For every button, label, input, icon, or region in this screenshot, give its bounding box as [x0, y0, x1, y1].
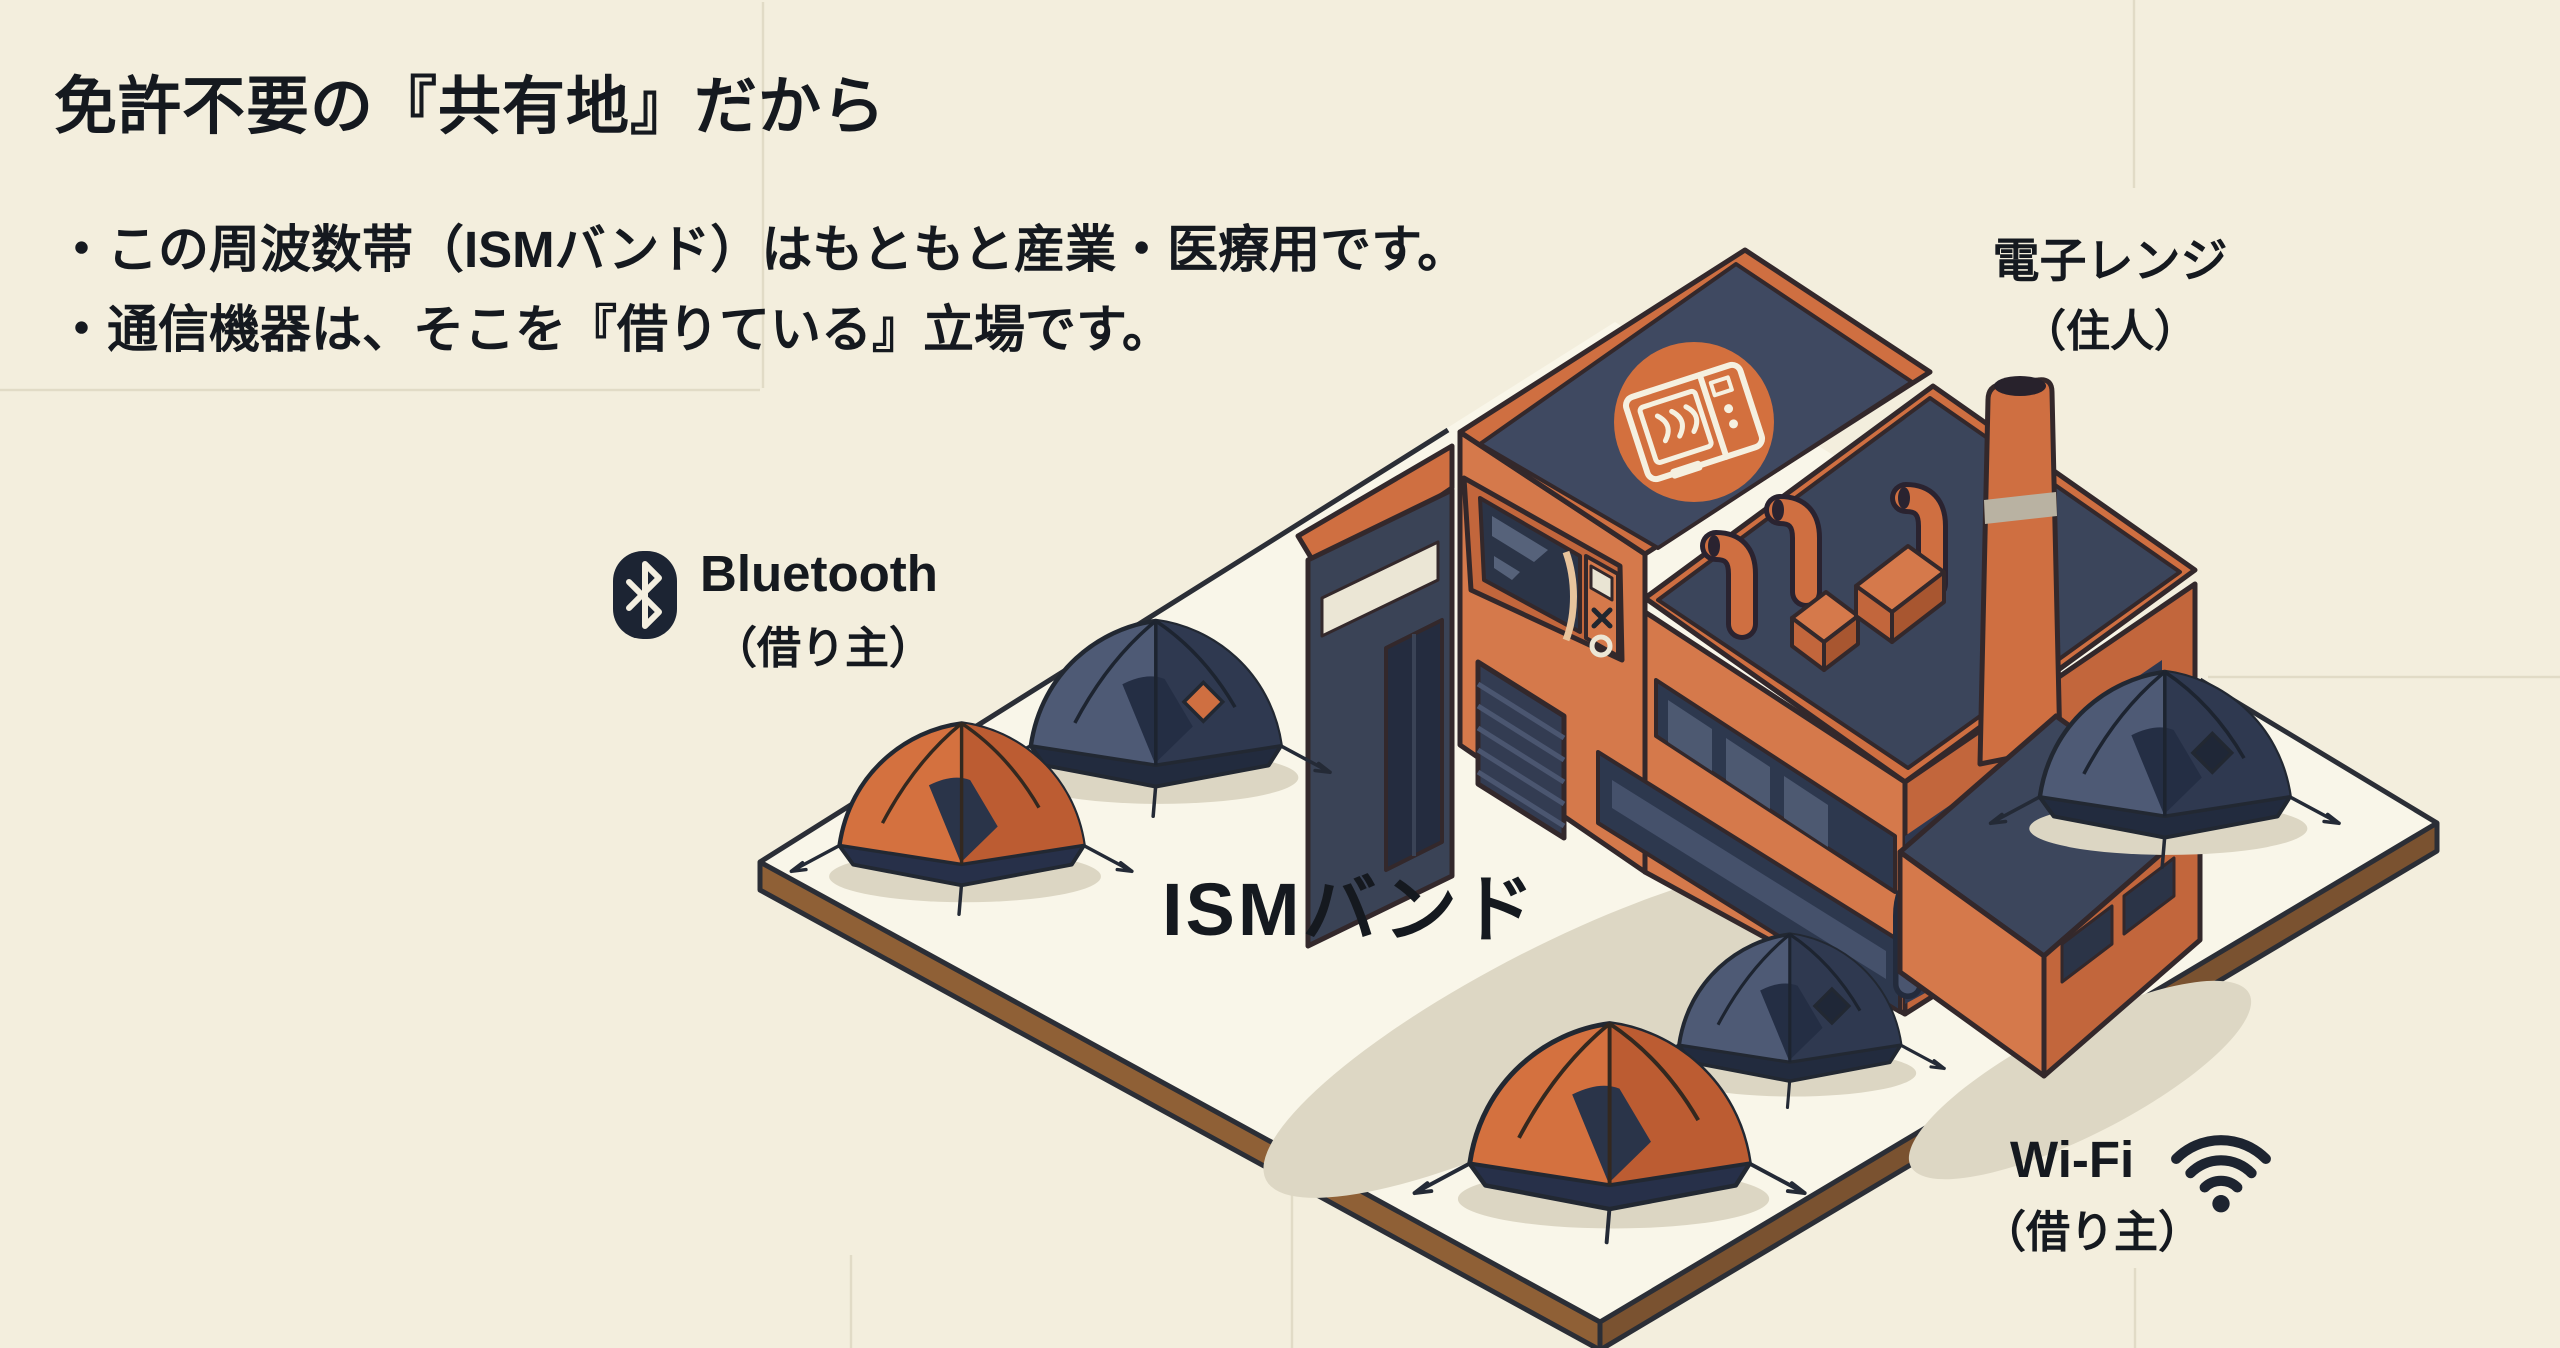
ism-band-label: ISMバンド	[1162, 868, 1538, 951]
factory-roof	[1457, 247, 1933, 557]
tent-window	[1812, 986, 1852, 1026]
wifi-icon	[2171, 1135, 2271, 1213]
bullet-list: ・この周波数帯（ISMバンド）はもともと産業・医療用です。 ・通信機器は、そこを…	[56, 210, 1468, 370]
bluetooth-role: （借り主）	[713, 624, 933, 673]
window-panes	[1668, 700, 1828, 847]
tent-bluetooth-navy	[982, 621, 1330, 816]
microwave-factory	[1263, 247, 2252, 1198]
factory-shadow	[1263, 862, 2252, 1198]
tent-wifi-bottom-navy	[1633, 932, 1947, 1110]
garage-door	[1475, 659, 1567, 841]
factory-left-wing	[1295, 443, 1455, 949]
bullet-item: ・通信機器は、そこを『借りている』立場です。	[56, 301, 1173, 359]
roof-badge	[1614, 342, 1774, 502]
roof-vent-pipes	[1700, 482, 1948, 640]
microwave-door-window	[1461, 475, 1625, 663]
factory-chimney	[1977, 376, 2063, 767]
microwave-label-name: 電子レンジ	[1992, 234, 2228, 287]
tent-window	[1181, 679, 1226, 724]
tent-wifi-right-navy	[1991, 672, 2339, 867]
bullet-item: ・この周波数帯（ISMバンド）はもともと産業・医療用です。	[56, 221, 1469, 278]
microwave-label: 電子レンジ （住人）	[1955, 222, 2265, 359]
tent-window	[2190, 730, 2235, 775]
microwave-label-role: （住人）	[2022, 307, 2198, 356]
control-panel	[1584, 554, 1620, 658]
microwave-oven-icon	[1622, 361, 1766, 483]
roof-boxes	[1790, 544, 1946, 672]
wifi-role: （借り主）	[1982, 1208, 2202, 1257]
bluetooth-icon	[613, 551, 677, 639]
page-title: 免許不要の『共有地』だから	[54, 72, 886, 143]
bluetooth-label: Bluetooth	[700, 545, 938, 602]
wifi-label: Wi-Fi	[2010, 1131, 2135, 1188]
